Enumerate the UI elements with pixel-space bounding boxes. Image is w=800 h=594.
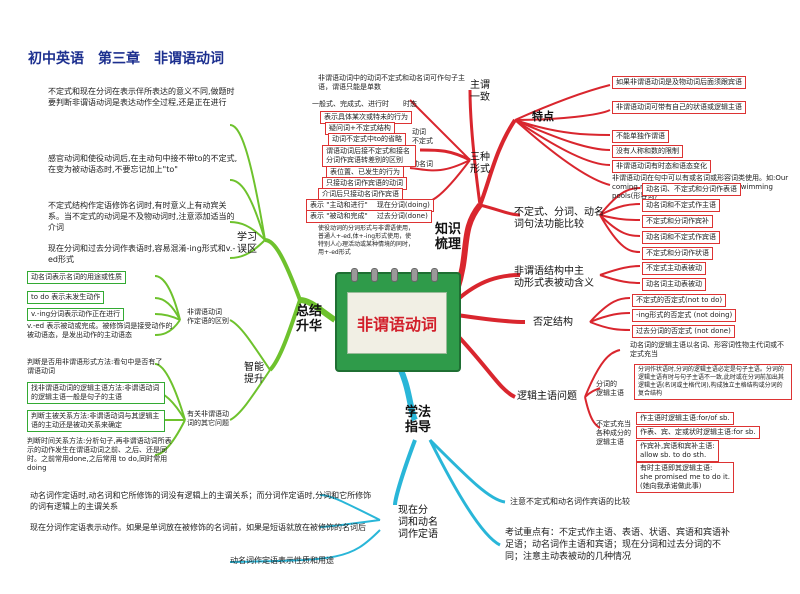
bu-luoji-item: 有时主语即其逻辑主语: she promised me to do it. (她… — [636, 462, 734, 493]
fouding-item: 过去分词的否定式 (not done) — [632, 325, 735, 338]
bu-luoji-item: 作主语时逻辑主语:for/of sb. — [636, 412, 734, 425]
page-title: 初中英语 第三章 非谓语动词 — [28, 51, 224, 67]
xuexi-item: 不定式和现在分词在表示伴所表达的意义不同,做题时要判断非谓语动词是表达动作全过程… — [48, 87, 235, 107]
beidong-item: 不定式主动表被动 — [642, 262, 706, 275]
fei-qu-item: 动名词表示名词的用途或性质 — [27, 271, 126, 284]
node-beidong: 非谓语结构中主 动形式表被动含义 — [514, 266, 594, 289]
tedian-item: 非谓语动词可带有自己的状语或逻辑主语 — [612, 101, 746, 114]
node-fei-qu: 非谓语动词 作定语的区别 — [187, 308, 229, 325]
method-item: 动名词作定语时,动名词和它所修饰的词没有逻辑上的主谓关系；而分词作定语时,分词和… — [30, 491, 372, 511]
binder-ring — [351, 268, 358, 282]
bu-luoji-item: 作表、宾、定或状时逻辑主语:for sb. — [636, 426, 760, 439]
bijiao-item: 动名词、不定式和分词作表语 — [642, 183, 741, 196]
luoji-top: 动名词的逻辑主语以名词、形容词性物主代词或不定式充当 — [630, 341, 784, 358]
fouding-item: -ing形式的否定式 (not doing) — [632, 309, 737, 322]
center-label: 非谓语动词 — [356, 315, 437, 334]
method-item: 动名词作定语表示性质和用途 — [230, 556, 334, 565]
node-xuexi: 学习 误区 — [237, 232, 257, 255]
bijiao-item: 动名词和不定式作主语 — [642, 199, 720, 212]
node-sanzhong: 三种 形式 — [470, 152, 490, 175]
xuexi-item: 现在分词和过去分词作表语时,容易混淆-ing形式和v.-ed形式 — [48, 244, 236, 264]
binder-ring — [411, 268, 418, 282]
tedian-item: 如果非谓语动词是及物动词后面须跟宾语 — [612, 76, 746, 89]
fei-qu-item: v.-ing分词表示动作正在进行 — [27, 308, 125, 321]
node-fenci-luoji: 分词的 逻辑主语 — [596, 380, 624, 397]
kaodian-note: 考试重点有：不定式作主语、表语、状语、宾语和宾语补足语；动名词作主语和宾语；现在… — [505, 528, 731, 562]
qita-item: 判断主被关系方法:非谓语动词与其逻辑主语的主动还是被动关系来确定 — [27, 410, 165, 432]
bu-luoji-item: 作宾补,宾语和宾补主语: allow sb. to do sth. — [636, 440, 719, 462]
node-qita: 有关非谓语动 词的其它问题 — [187, 410, 229, 427]
bijiao-item: 不定式和分词作宾补 — [642, 215, 713, 228]
fei-qu-item: to do 表示未发生动作 — [27, 291, 105, 304]
bijiao-item: 动名词和不定式作宾语 — [642, 231, 720, 244]
branch-xuefa: 学法 指导 — [405, 405, 432, 435]
bijiao-item: 不定式和分词作状语 — [642, 247, 713, 260]
node-dongming: 动名词 — [412, 160, 433, 168]
method-item: 现在分词作定语表示动作。如果是单词放在被修饰的名词前，如果是短语就放在被修饰的名… — [30, 523, 366, 532]
beidong-item: 动名词主动表被动 — [642, 278, 706, 291]
tedian-item: 不能单独作谓语 — [612, 130, 669, 143]
node-xianzai: 现在分 词和动名 词作定语 — [398, 505, 438, 540]
binder-ring — [371, 268, 378, 282]
tedian-item: 非谓语动词有时态和语态变化 — [612, 160, 711, 173]
fei-qu-item: v.-ed 表示被动或完成。被修饰词是接受动作的被动语态，是发出动作的主动语态 — [27, 322, 173, 339]
binder-ring — [391, 268, 398, 282]
fenci-luoji-note: 分词作状语时,分词的逻辑主语必定是句子主语。分词的逻辑主语有时与句子主语不一致,… — [634, 364, 792, 400]
dong-item: 谓语动词后接不定式和接名分词作宾语转差别的区别 — [322, 145, 416, 167]
center-topic: 非谓语动词 — [335, 268, 461, 372]
branch-zongjie: 总结 升华 — [296, 304, 323, 334]
fen-item: 表示 "被动和完成" 过去分词(done) — [306, 210, 432, 223]
node-fouding: 否定结构 — [533, 317, 573, 328]
node-bu-luoji: 不定式充当 各种成分的 逻辑主语 — [596, 420, 631, 446]
fouding-item: 不定式的否定式(not to do) — [632, 294, 727, 307]
binder-ring — [431, 268, 438, 282]
qita-item: 判断是否用非谓语形式方法:看句中是否有了谓语动词 — [27, 358, 163, 375]
branch-zhishi: 知识 梳理 — [435, 222, 462, 252]
qita-item: 判断时间关系方法:分析句子,再非谓语动词所表示的动作发生在谓语动词之前、之后、还… — [27, 437, 172, 472]
xuexi-item: 感官动词和使役动词后,在主动句中接不带to的不定式, 在变为被动语态时,不要忘记… — [48, 154, 238, 174]
bijiao-note: 注意不定式和动名词作宾语的比较 — [510, 497, 630, 506]
node-tedian: 特点 — [532, 110, 554, 123]
node-zhuyu: 主谓 一致 — [470, 80, 490, 103]
node-bijiao: 不定式、分词、动名 词句法功能比较 — [514, 207, 604, 230]
tedian-item: 没有人称和数的限制 — [612, 145, 683, 158]
bu-item: 一般式、完成式、进行时 时态 — [312, 100, 417, 108]
fen-note: 使役动词的分词形式与非谓语使用，普通人+-ed,体+-ing形式使用，使特别人心… — [318, 225, 415, 256]
xuexi-item: 不定式结构作定语修饰名词时,有时意义上有动宾关系。当不定式的动词是不及物动词时,… — [48, 201, 235, 232]
zhuyu-note: 非谓语动词中的动词不定式和动名词可作句子主语，谓语只能是单数 — [318, 74, 465, 91]
node-dong-bu: 动词 不定式 — [412, 128, 433, 145]
node-zhineng: 智能 提升 — [244, 362, 264, 385]
qita-item: 找非谓语动词的逻辑主语方法:非谓语动词的逻辑主语一般是句子的主语 — [27, 382, 165, 404]
node-luoji: 逻辑主语问题 — [517, 391, 577, 402]
